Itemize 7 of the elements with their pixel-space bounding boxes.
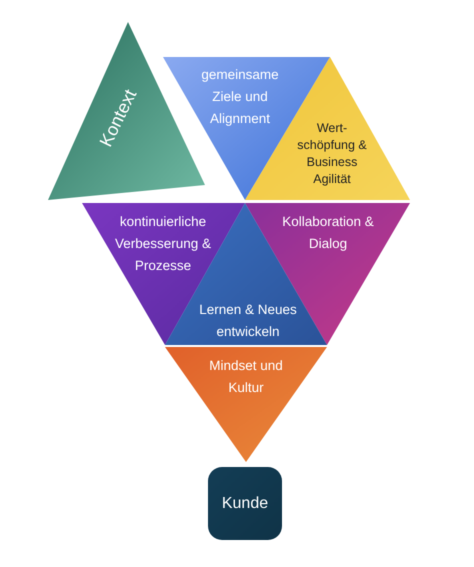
segment-label: Wert- schöpfung & Business Agilität (296, 120, 368, 188)
segment-label: Kollaboration & Dialog (281, 213, 375, 253)
segment-label: Mindset und Kultur (208, 357, 284, 397)
segment-label: kontinuierliche Verbesserung & Prozesse (114, 213, 212, 275)
segment-label: gemeinsame Ziele und Alignment (200, 66, 280, 128)
segment-label: Lernen & Neues entwickeln (198, 301, 298, 341)
segment-label: Kunde (220, 494, 270, 514)
